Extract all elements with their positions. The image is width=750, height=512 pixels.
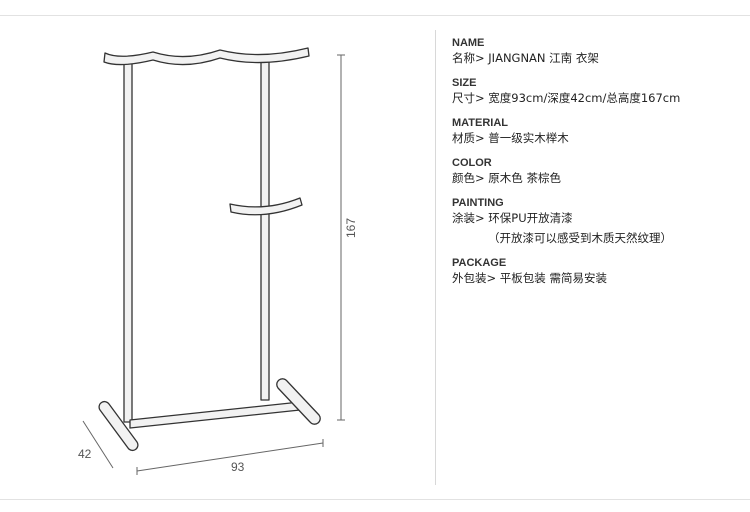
depth-dimension-line — [82, 420, 114, 469]
left-foot — [98, 400, 139, 452]
left-post — [123, 61, 133, 423]
depth-label: 42 — [78, 447, 92, 461]
width-dimension-line — [136, 442, 324, 472]
right-foot — [276, 378, 321, 425]
spec-material: MATERIAL 材质> 普一级实木榉木 — [452, 117, 569, 145]
bottom-divider — [0, 499, 750, 500]
spec-size: SIZE 尺寸> 宽度93cm/深度42cm/总高度167cm — [452, 77, 681, 105]
top-divider — [0, 15, 750, 16]
top-bar — [103, 47, 310, 66]
height-label: 167 — [344, 218, 358, 238]
hanger-arm — [229, 197, 303, 216]
spec-painting: PAINTING 涂装> 环保PU开放清漆 （开放漆可以感受到木质天然纹理） — [452, 197, 672, 245]
width-label: 93 — [231, 460, 245, 474]
base-bar — [129, 401, 301, 429]
column-divider — [435, 30, 436, 485]
spec-list: NAME 名称> JIANGNAN 江南 衣架 SIZE 尺寸> 宽度93cm/… — [452, 36, 680, 296]
spec-name: NAME 名称> JIANGNAN 江南 衣架 — [452, 37, 599, 65]
spec-package: PACKAGE 外包装> 平板包装 需简易安装 — [452, 257, 607, 285]
right-post — [260, 59, 270, 401]
spec-color: COLOR 颜色> 原木色 茶棕色 — [452, 157, 561, 185]
